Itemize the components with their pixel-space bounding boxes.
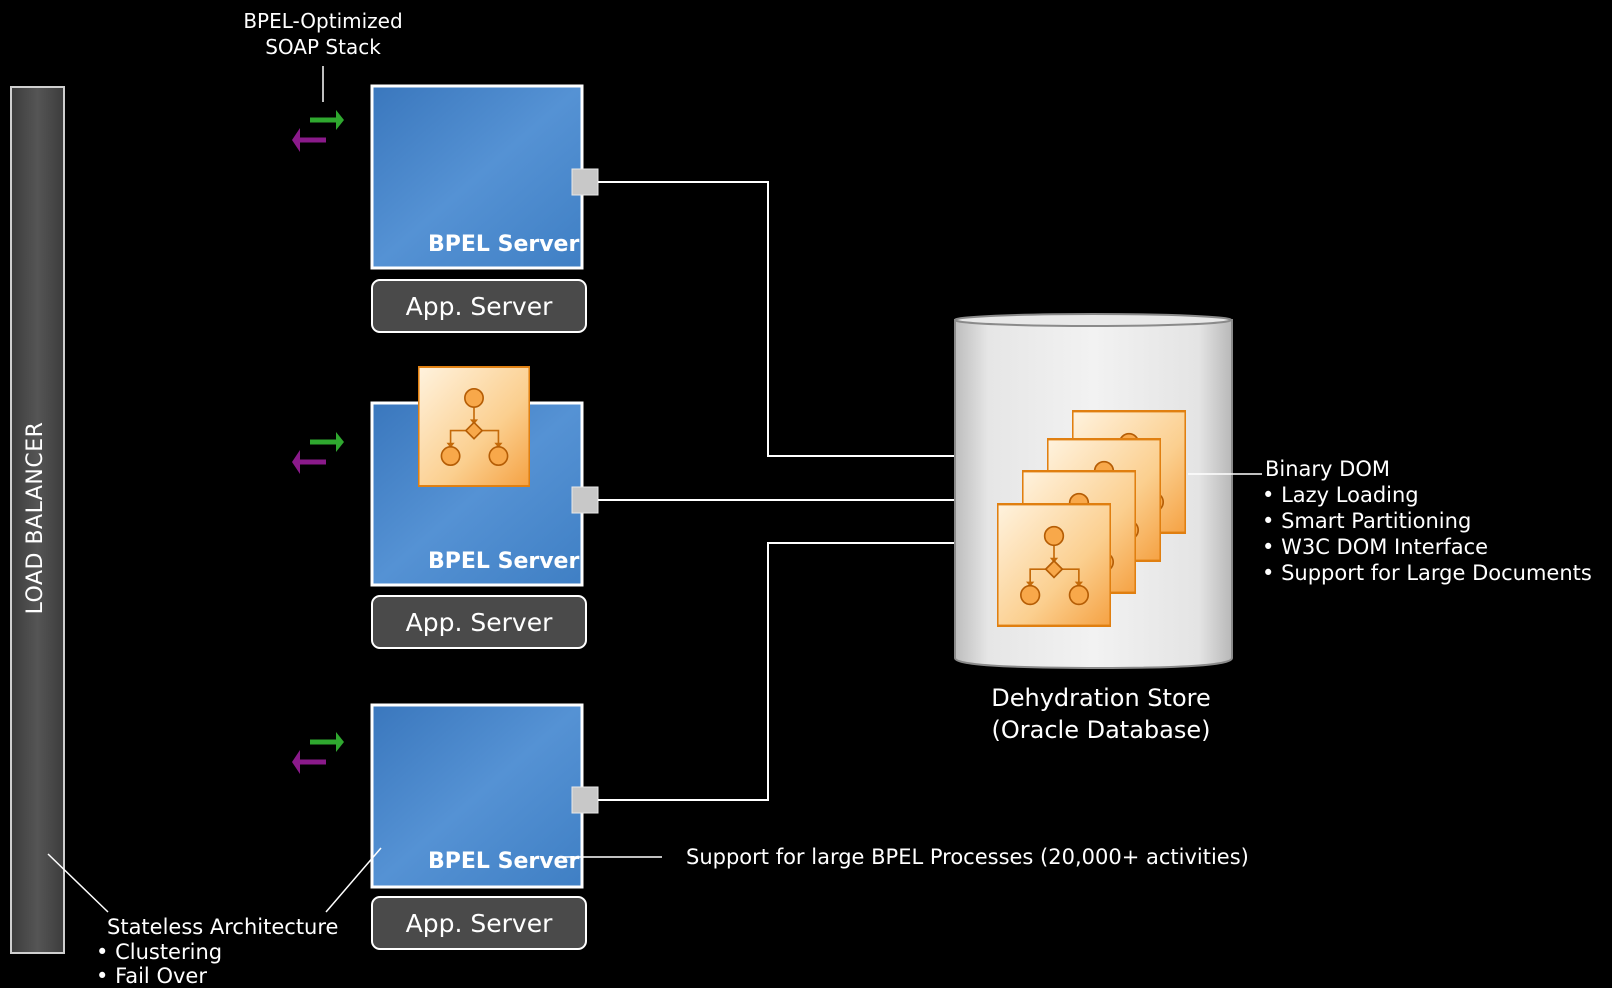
app-server-box <box>371 896 587 950</box>
app-server-label: App. Server <box>405 292 553 321</box>
list-item: • Fail Over <box>96 964 207 988</box>
soap-arrows-icon <box>292 732 344 774</box>
list-item: • Clustering <box>96 940 223 964</box>
soap-arrows-icon <box>292 110 344 152</box>
soap-stack-label: BPEL-Optimized SOAP Stack <box>243 9 403 59</box>
stateless-callout-line <box>325 847 382 913</box>
list-item: • Lazy Loading <box>1262 483 1419 507</box>
binary-dom-list: Binary DOM <box>1265 456 1390 482</box>
list-item: • W3C DOM Interface <box>1262 535 1489 559</box>
connector-port <box>571 168 599 196</box>
stateless-callout-line <box>47 853 109 913</box>
soap-arrows-icon <box>292 432 344 474</box>
load-balancer-bar <box>10 86 65 954</box>
bpel-server-label: BPEL Server <box>428 549 580 574</box>
bpel-server-label: BPEL Server <box>428 232 580 257</box>
bpel-server-box <box>370 703 584 889</box>
stateless-title: Stateless Architecture <box>107 915 339 939</box>
large-process-note: Support for large BPEL Processes (20,000… <box>686 845 1249 869</box>
connector-port <box>571 786 599 814</box>
stateless-items: • Clustering • Fail Over <box>96 940 222 988</box>
list-item: • Smart Partitioning <box>1262 509 1472 533</box>
binary-dom-items: • Lazy Loading • Smart Partitioning • W3… <box>1262 482 1592 586</box>
load-balancer-label: LOAD BALANCER <box>23 421 48 615</box>
bpel-server-box <box>370 84 584 270</box>
bpel-process-icon <box>418 366 530 487</box>
binary-dom-title: Binary DOM <box>1265 457 1390 481</box>
connector-port <box>571 486 599 514</box>
db-connection-line <box>598 181 955 457</box>
list-item: • Support for Large Documents <box>1262 561 1592 585</box>
bpel-server-label: BPEL Server <box>428 849 580 874</box>
process-document-icon <box>997 503 1111 627</box>
db-connection-line <box>598 542 955 801</box>
app-server-box <box>371 279 587 333</box>
dehydration-store-label: Dehydration Store (Oracle Database) <box>991 684 1211 744</box>
app-server-label: App. Server <box>405 909 553 938</box>
app-server-label: App. Server <box>405 608 553 637</box>
app-server-box <box>371 595 587 649</box>
